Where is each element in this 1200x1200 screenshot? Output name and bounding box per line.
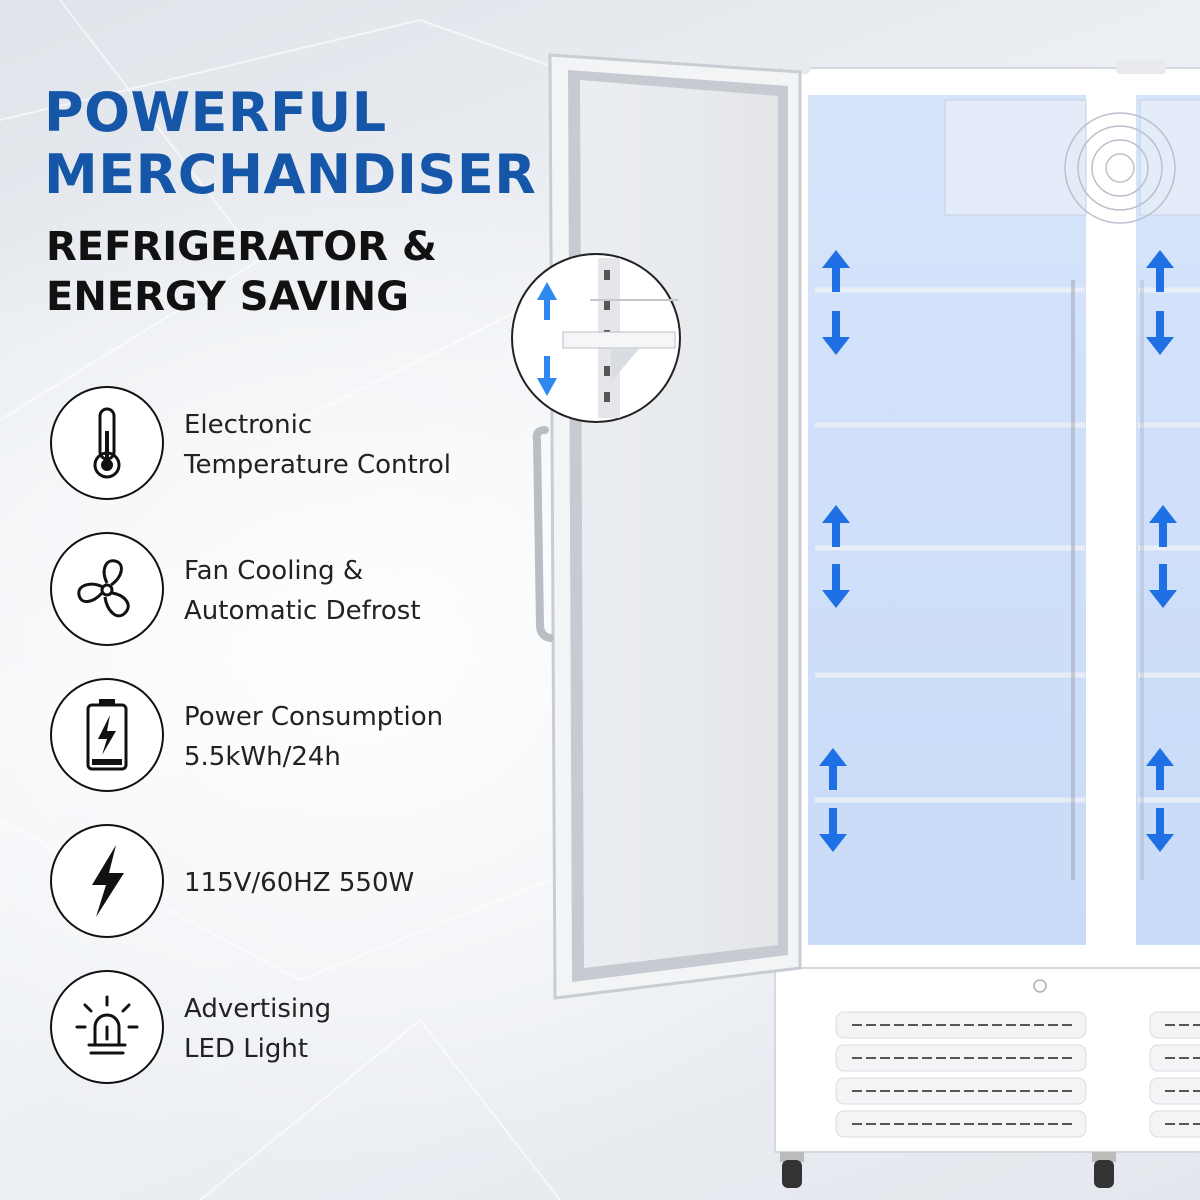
feature-line-1: Power Consumption (184, 702, 444, 732)
subtitle-line-2: ENERGY SAVING (46, 274, 409, 320)
feature-line-1: Fan Cooling & (184, 556, 364, 586)
feature-line-2: Temperature Control (184, 450, 451, 480)
interior-left (808, 95, 1086, 945)
thermometer-icon (93, 407, 121, 479)
feature-icon-circle (50, 532, 164, 646)
fan-grille (1064, 112, 1176, 224)
glass-door (532, 53, 802, 1000)
shelf-clip-detail (511, 253, 681, 423)
feature-led-light: Advertising LED Light (50, 970, 510, 1088)
feature-text: Advertising LED Light (184, 989, 331, 1069)
feature-line-1: 115V/60HZ 550W (184, 868, 415, 898)
led-light-icon (75, 995, 139, 1055)
door-handle (532, 426, 554, 642)
feature-text: 115V/60HZ 550W (184, 863, 414, 903)
feature-text: Fan Cooling & Automatic Defrost (184, 551, 421, 631)
feature-fan-cooling: Fan Cooling & Automatic Defrost (50, 532, 510, 650)
title-line-1: POWERFUL (44, 81, 387, 144)
feature-text: Electronic Temperature Control (184, 405, 451, 485)
feature-line-2: Automatic Defrost (184, 596, 421, 626)
vent-grille (835, 1011, 1200, 1138)
lightning-icon (92, 845, 124, 917)
feature-icon-circle (50, 678, 164, 792)
battery-icon (86, 699, 128, 771)
feature-line-1: Advertising (184, 994, 332, 1024)
feature-icon-circle (50, 970, 164, 1084)
feature-icon-circle (50, 824, 164, 938)
feature-voltage: 115V/60HZ 550W (50, 824, 510, 942)
feature-icon-circle (50, 386, 164, 500)
caster-wheels (780, 1152, 1116, 1188)
feature-power-consumption: Power Consumption 5.5kWh/24h (50, 678, 510, 796)
page-subtitle: REFRIGERATOR & ENERGY SAVING (46, 222, 437, 322)
page-title: POWERFUL MERCHANDISER (44, 82, 536, 206)
feature-temperature-control: Electronic Temperature Control (50, 386, 510, 504)
adjust-arrow-icon (537, 282, 557, 396)
shelf-adjust-arrows (819, 250, 1177, 852)
subtitle-line-1: REFRIGERATOR & (46, 224, 437, 270)
feature-line-1: Electronic (184, 410, 313, 440)
feature-line-2: 5.5kWh/24h (184, 742, 341, 772)
refrigerator-illustration (511, 53, 1200, 1188)
fan-icon (77, 559, 130, 618)
feature-text: Power Consumption 5.5kWh/24h (184, 697, 443, 777)
feature-line-2: LED Light (184, 1034, 309, 1064)
title-line-2: MERCHANDISER (44, 143, 537, 206)
